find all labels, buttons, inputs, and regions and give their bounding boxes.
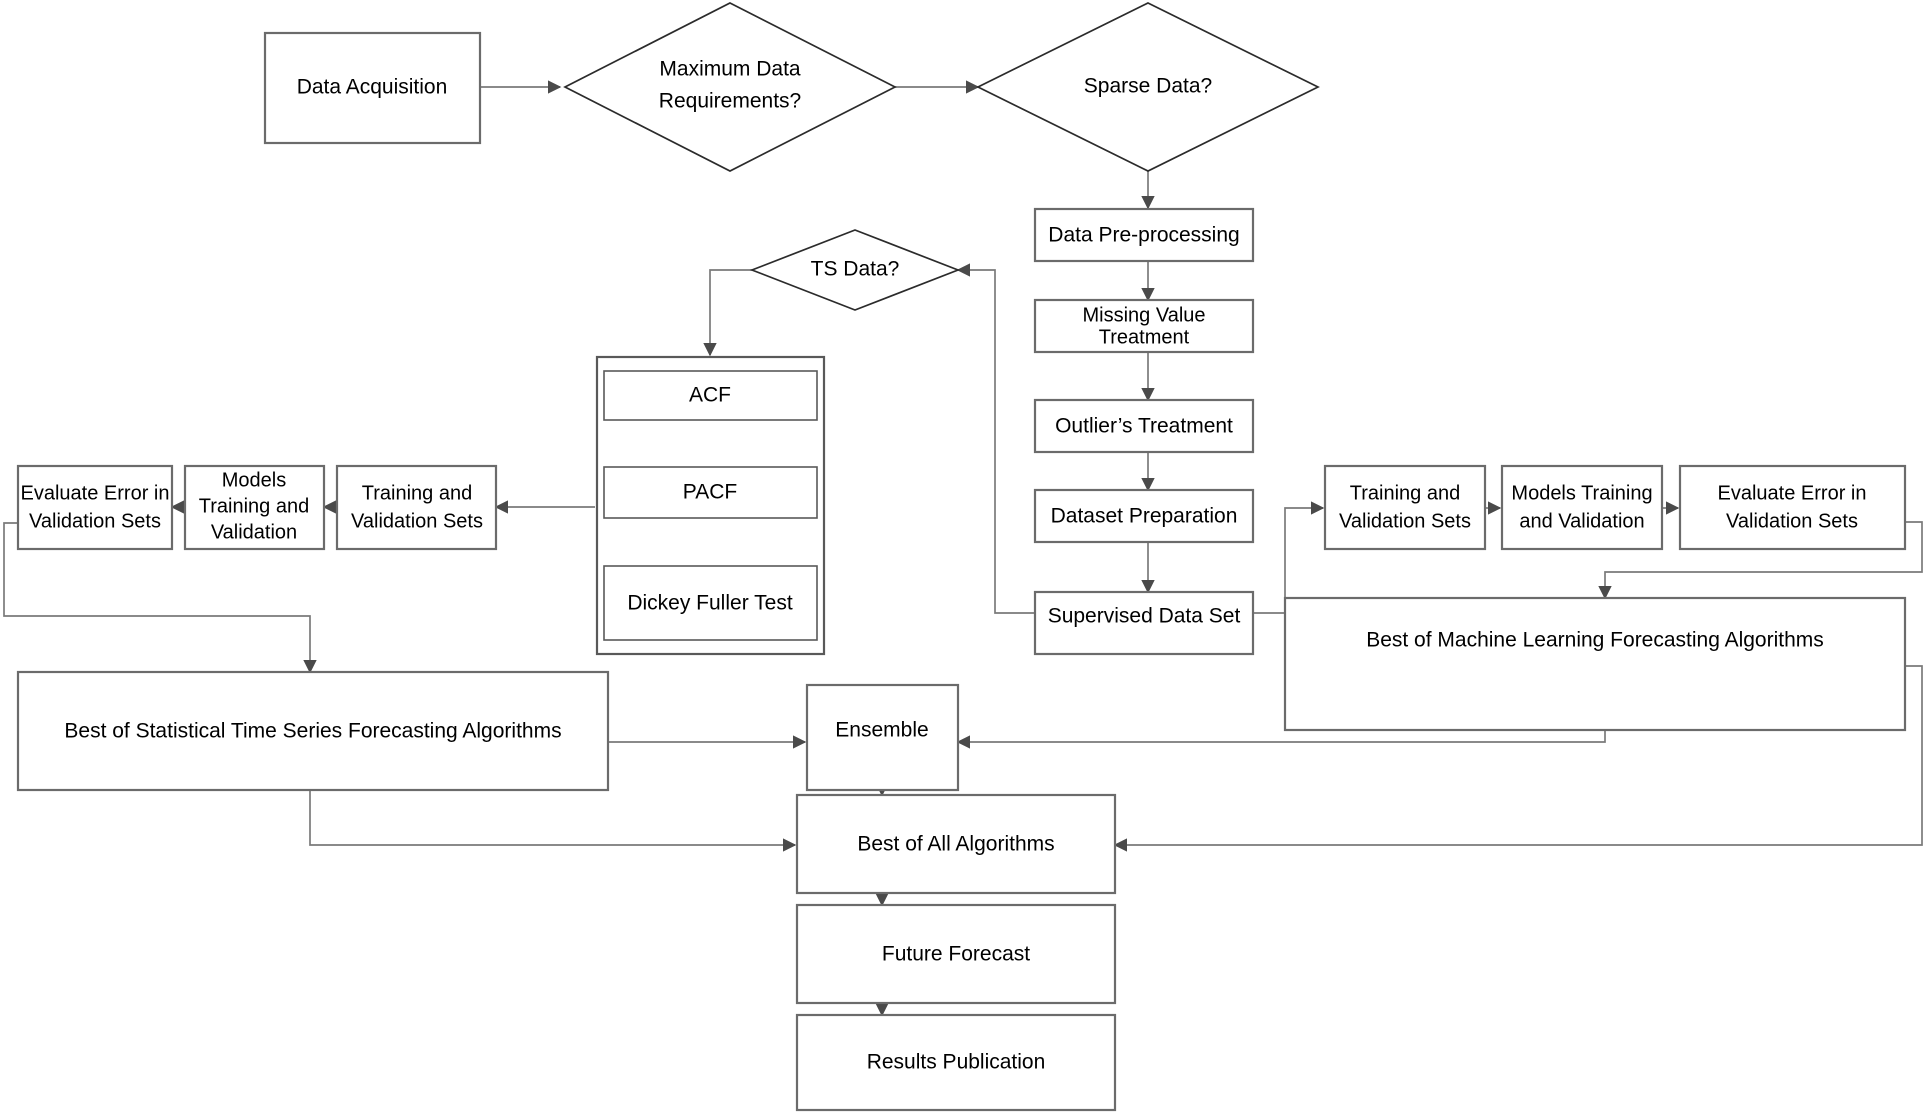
node-future-forecast[interactable]: Future Forecast — [795, 903, 1117, 1005]
node-ensemble-label: Ensemble — [835, 719, 928, 742]
node-left-training-validation-sets[interactable]: Training and Validation Sets — [335, 464, 498, 551]
node-best-statistical-label: Best of Statistical Time Series Forecast… — [64, 720, 561, 743]
node-missing-value-treatment-line2: Treatment — [1099, 326, 1190, 348]
node-left-evaluate-error-line1: Evaluate Error in — [21, 482, 170, 504]
node-best-machine-learning[interactable]: Best of Machine Learning Forecasting Alg… — [1283, 596, 1907, 732]
node-left-evaluate-error[interactable]: Evaluate Error in Validation Sets — [16, 464, 174, 551]
node-right-training-validation-sets[interactable]: Training and Validation Sets — [1323, 464, 1487, 551]
node-supervised-data-set[interactable]: Supervised Data Set — [1033, 590, 1255, 656]
node-outliers-treatment-label: Outlier’s Treatment — [1055, 415, 1233, 438]
node-left-models-training-validation-line2: Training and — [199, 495, 309, 517]
conn-tsdata-to-acfgroup — [703, 269, 752, 357]
node-right-training-validation-sets-line2: Validation Sets — [1339, 510, 1471, 532]
node-dickey-fuller-test[interactable]: Dickey Fuller Test — [603, 565, 818, 641]
node-left-evaluate-error-line2: Validation Sets — [29, 510, 161, 532]
node-best-machine-learning-label: Best of Machine Learning Forecasting Alg… — [1366, 629, 1824, 652]
conn-supervised-to-tsdata — [956, 263, 1042, 614]
node-acf[interactable]: ACF — [603, 370, 818, 421]
conn-best-ml-to-ensemble — [956, 730, 1606, 749]
node-right-models-training-validation-line1: Models Training — [1511, 482, 1652, 504]
node-maximum-data-requirements-line2: Requirements? — [659, 90, 801, 113]
node-data-acquisition[interactable]: Data Acquisition — [263, 31, 482, 145]
node-outliers-treatment[interactable]: Outlier’s Treatment — [1033, 398, 1255, 454]
node-maximum-data-requirements-line1: Maximum Data — [659, 58, 801, 81]
node-right-models-training-validation-line2: and Validation — [1519, 510, 1644, 532]
node-dataset-preparation[interactable]: Dataset Preparation — [1033, 488, 1255, 544]
node-data-preprocessing[interactable]: Data Pre-processing — [1033, 207, 1255, 263]
conn-best-ml-to-best-all — [1113, 665, 1923, 852]
node-best-statistical[interactable]: Best of Statistical Time Series Forecast… — [16, 670, 610, 792]
node-data-acquisition-label: Data Acquisition — [297, 76, 448, 99]
node-acf-label: ACF — [689, 384, 731, 407]
node-ensemble[interactable]: Ensemble — [805, 683, 960, 792]
node-right-evaluate-error[interactable]: Evaluate Error in Validation Sets — [1678, 464, 1907, 551]
node-left-models-training-validation-line1: Models — [222, 469, 286, 491]
node-pacf[interactable]: PACF — [603, 466, 818, 519]
node-left-training-validation-sets-line1: Training and — [362, 482, 472, 504]
node-sparse-data-label: Sparse Data? — [1084, 75, 1212, 98]
conn-supervised-to-right-training — [1253, 501, 1325, 614]
node-sparse-data[interactable]: Sparse Data? — [976, 2, 1320, 172]
node-best-of-all-algorithms-label: Best of All Algorithms — [857, 833, 1054, 856]
conn-right-evaluate-to-best-ml — [1598, 521, 1923, 600]
node-ts-data[interactable]: TS Data? — [749, 229, 961, 311]
node-left-training-validation-sets-line2: Validation Sets — [351, 510, 483, 532]
node-data-preprocessing-label: Data Pre-processing — [1048, 224, 1239, 247]
node-maximum-data-requirements[interactable]: Maximum Data Requirements? — [563, 2, 897, 172]
node-future-forecast-label: Future Forecast — [882, 943, 1030, 966]
node-ts-data-label: TS Data? — [811, 258, 900, 281]
conn-best-statistical-to-best-all — [309, 790, 797, 852]
conn-left-evaluate-to-best-statistical — [3, 522, 317, 674]
node-right-training-validation-sets-line1: Training and — [1350, 482, 1460, 504]
node-best-of-all-algorithms[interactable]: Best of All Algorithms — [795, 793, 1117, 895]
node-supervised-data-set-label: Supervised Data Set — [1048, 605, 1241, 628]
node-missing-value-treatment-line1: Missing Value — [1082, 304, 1205, 326]
node-results-publication-label: Results Publication — [867, 1051, 1046, 1074]
node-pacf-label: PACF — [683, 481, 737, 504]
node-results-publication[interactable]: Results Publication — [795, 1013, 1117, 1112]
node-dickey-fuller-test-label: Dickey Fuller Test — [627, 592, 792, 615]
node-right-models-training-validation[interactable]: Models Training and Validation — [1500, 464, 1664, 551]
node-left-models-training-validation-line3: Validation — [211, 521, 297, 543]
node-left-models-training-validation[interactable]: Models Training and Validation — [183, 464, 326, 551]
node-right-evaluate-error-line1: Evaluate Error in — [1718, 482, 1867, 504]
node-right-evaluate-error-line2: Validation Sets — [1726, 510, 1858, 532]
node-missing-value-treatment[interactable]: Missing Value Treatment — [1033, 298, 1255, 354]
node-dataset-preparation-label: Dataset Preparation — [1051, 505, 1238, 528]
